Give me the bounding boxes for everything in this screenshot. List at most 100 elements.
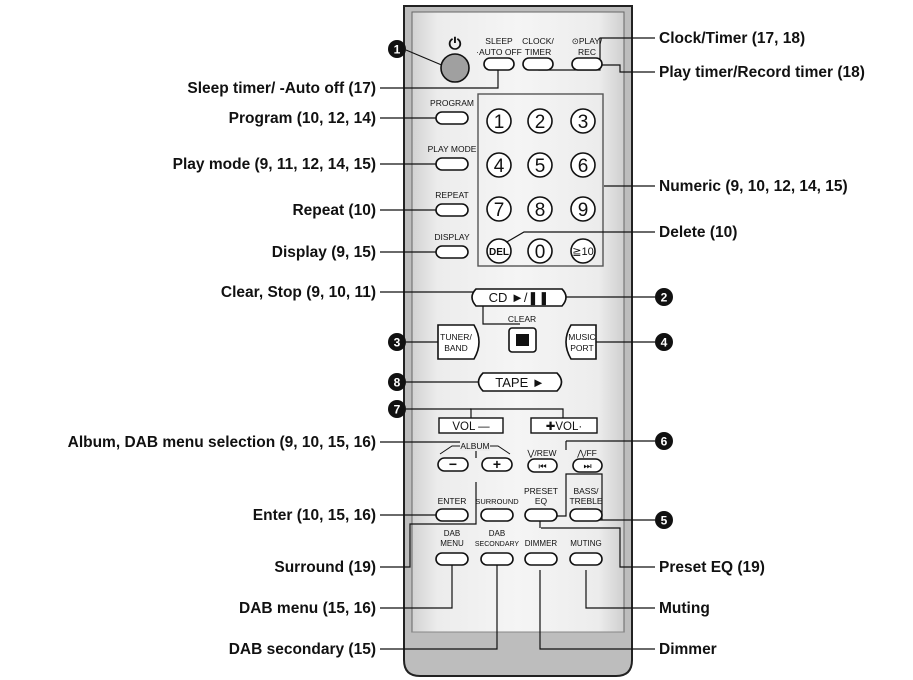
program-button[interactable]: PROGRAM	[430, 98, 474, 125]
svg-text:4: 4	[494, 156, 505, 177]
numeric-key-5[interactable]: 5	[527, 152, 553, 178]
svg-text:CD ►/❚❚: CD ►/❚❚	[489, 290, 550, 306]
svg-text:DAB: DAB	[444, 529, 460, 538]
tuner-band-button[interactable]: TUNER/ BAND	[437, 324, 480, 360]
svg-text:✚VOL·: ✚VOL·	[546, 421, 582, 433]
label-sleep-timer: Sleep timer/ -Auto off (17)	[187, 80, 376, 97]
album-up-button[interactable]: +	[481, 456, 513, 472]
svg-text:REC: REC	[578, 47, 596, 57]
svg-text:2: 2	[661, 291, 668, 305]
label-enter: Enter (10, 15, 16)	[253, 507, 376, 524]
numeric-key-7[interactable]: 7	[486, 196, 512, 222]
rewind-icon: ⏮	[538, 461, 546, 471]
numeric-key-0[interactable]: 0	[527, 238, 553, 264]
svg-text:PLAY MODE: PLAY MODE	[428, 144, 477, 154]
fast-forward-button[interactable]: ⋀/FF ⏭	[572, 448, 603, 473]
numeric-key-1[interactable]: 1	[486, 108, 512, 134]
album-down-button[interactable]: −	[437, 456, 469, 472]
muting-button[interactable]: MUTING	[569, 539, 603, 566]
power-icon: ⏻	[449, 36, 462, 53]
dab-secondary-button[interactable]: DAB SECONDARY	[475, 529, 520, 566]
fast-forward-icon: ⏭	[583, 461, 591, 471]
tape-play-button[interactable]: TAPE ►	[477, 372, 563, 392]
svg-text:DEL: DEL	[489, 247, 509, 258]
svg-text:PRESET: PRESET	[524, 486, 558, 496]
callout-6: 6	[655, 432, 673, 450]
label-muting: Muting	[659, 600, 710, 617]
svg-text:PORT: PORT	[570, 343, 593, 353]
rewind-button[interactable]: ⋁/REW ⏮	[526, 448, 558, 473]
svg-text:TAPE ►: TAPE ►	[495, 375, 544, 390]
bass-treble-button[interactable]: BASS/ TREBLE	[569, 486, 603, 522]
svg-text:7: 7	[494, 200, 505, 221]
label-play-mode: Play mode (9, 11, 12, 14, 15)	[173, 156, 376, 173]
leader-lines	[380, 37, 655, 650]
numeric-keypad-frame	[477, 93, 604, 267]
numeric-key-9[interactable]: 9	[570, 196, 596, 222]
enter-button[interactable]: ENTER	[435, 496, 469, 522]
svg-text:DIMMER: DIMMER	[525, 539, 558, 548]
svg-text:0: 0	[535, 242, 546, 263]
svg-text:TUNER/: TUNER/	[440, 332, 472, 342]
repeat-button[interactable]: REPEAT	[435, 190, 469, 217]
svg-text:3: 3	[394, 336, 401, 350]
preset-eq-button[interactable]: PRESET EQ	[524, 486, 558, 522]
numeric-key-2[interactable]: 2	[527, 108, 553, 134]
numeric-key-3[interactable]: 3	[570, 108, 596, 134]
svg-text:−: −	[449, 456, 457, 472]
svg-text:⊙PLAY/: ⊙PLAY/	[572, 36, 603, 46]
svg-text:·AUTO OFF: ·AUTO OFF	[476, 47, 522, 57]
label-delete: Delete (10)	[659, 224, 737, 241]
svg-text:ALBUM: ALBUM	[460, 441, 489, 451]
volume-up-button[interactable]: ✚VOL·	[530, 417, 598, 434]
display-button[interactable]: DISPLAY	[434, 232, 470, 259]
dimmer-button[interactable]: DIMMER	[524, 539, 558, 566]
label-display: Display (9, 15)	[272, 244, 376, 261]
play-mode-button[interactable]: PLAY MODE	[428, 144, 477, 171]
svg-text:3: 3	[578, 112, 589, 133]
label-dab-menu: DAB menu (15, 16)	[239, 600, 376, 617]
svg-text:8: 8	[535, 200, 546, 221]
numeric-key-8[interactable]: 8	[527, 196, 553, 222]
dab-menu-button[interactable]: DAB MENU	[435, 529, 469, 566]
svg-text:PROGRAM: PROGRAM	[430, 98, 474, 108]
svg-text:6: 6	[578, 156, 589, 177]
callout-7: 7	[388, 400, 406, 418]
surround-button[interactable]: SURROUND	[475, 497, 519, 522]
callout-5: 5	[655, 511, 673, 529]
cd-play-pause-button[interactable]: CD ►/❚❚	[471, 288, 567, 307]
svg-text:5: 5	[535, 156, 546, 177]
callout-8: 8	[388, 373, 406, 391]
numeric-key-6[interactable]: 6	[570, 152, 596, 178]
numeric-key-10-plus[interactable]: ≧10	[570, 238, 596, 264]
svg-text:⋁/REW: ⋁/REW	[526, 448, 556, 458]
svg-text:8: 8	[394, 376, 401, 390]
label-clear-stop: Clear, Stop (9, 10, 11)	[221, 284, 376, 301]
power-button[interactable]: ⏻	[440, 36, 470, 83]
svg-text:EQ: EQ	[535, 496, 548, 506]
svg-text:VOL —: VOL —	[452, 421, 490, 433]
svg-text:4: 4	[661, 336, 668, 350]
music-port-button[interactable]: MUSIC PORT	[565, 324, 597, 360]
clear-stop-button[interactable]: CLEAR	[508, 314, 537, 353]
delete-key[interactable]: DEL	[486, 238, 512, 264]
svg-text:MUTING: MUTING	[570, 539, 602, 548]
volume-down-button[interactable]: VOL —	[438, 417, 504, 434]
callout-3: 3	[388, 333, 406, 351]
label-program: Program (10, 12, 14)	[229, 110, 376, 127]
sleep-auto-off-button[interactable]: SLEEP ·AUTO OFF	[476, 36, 522, 71]
svg-text:7: 7	[394, 403, 401, 417]
svg-text:BAND: BAND	[444, 343, 468, 353]
svg-text:2: 2	[535, 112, 546, 133]
svg-text:1: 1	[394, 43, 401, 57]
label-preset-eq: Preset EQ (19)	[659, 559, 765, 576]
numeric-key-4[interactable]: 4	[486, 152, 512, 178]
play-rec-timer-button[interactable]: ⊙PLAY/ REC	[571, 36, 603, 71]
label-surround: Surround (19)	[274, 559, 376, 576]
svg-text:SURROUND: SURROUND	[475, 497, 519, 506]
clock-timer-button[interactable]: CLOCK/ TIMER	[522, 36, 554, 71]
svg-text:1: 1	[494, 112, 505, 133]
svg-text:⋀/FF: ⋀/FF	[576, 448, 597, 458]
album-group: ALBUM	[439, 441, 511, 455]
